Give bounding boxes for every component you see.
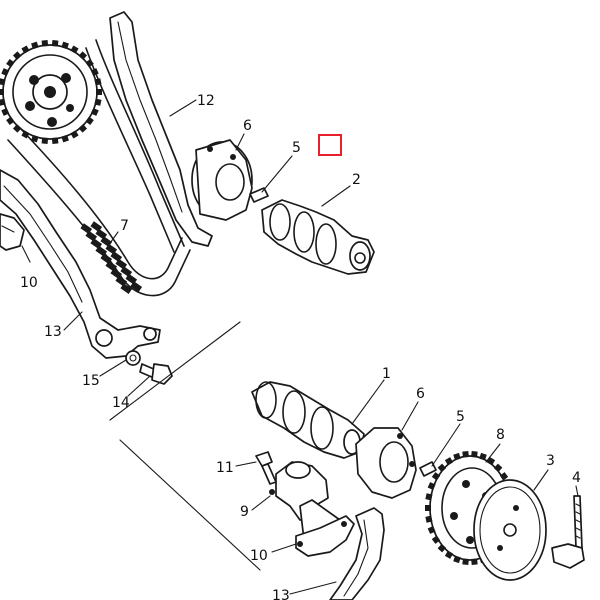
bolt-14 bbox=[139, 363, 173, 385]
sprocket-tooth bbox=[78, 124, 88, 133]
camshaft-2 bbox=[261, 199, 375, 275]
sprocket-tooth bbox=[85, 116, 94, 125]
sprocket-tooth bbox=[21, 45, 30, 54]
bolt-4 bbox=[551, 495, 585, 569]
camshaft-1 bbox=[251, 381, 365, 459]
sprocket-tooth bbox=[31, 41, 39, 50]
sprocket-tooth bbox=[94, 98, 102, 106]
sprocket-tooth bbox=[486, 457, 496, 466]
callout-7: 7 bbox=[120, 218, 129, 234]
callout-9: 9 bbox=[240, 504, 249, 520]
chain-link bbox=[130, 281, 143, 292]
sprocket-tooth bbox=[51, 137, 59, 145]
callout-14: 14 bbox=[112, 395, 130, 411]
sprocket-tooth bbox=[479, 452, 487, 461]
timing-chain bbox=[7, 39, 191, 297]
sprocket-tooth bbox=[437, 543, 447, 553]
sprocket-tooth bbox=[1, 68, 10, 77]
chain-guide-12 bbox=[109, 11, 213, 247]
sprocket-tooth bbox=[493, 463, 503, 473]
sprocket-tooth bbox=[70, 130, 79, 139]
sprocket-tooth bbox=[499, 472, 509, 481]
sprocket-tooth bbox=[431, 535, 441, 544]
sprocket-tooth bbox=[6, 116, 15, 125]
callout-2: 2 bbox=[352, 172, 361, 188]
sprocket-tooth bbox=[12, 51, 22, 60]
sprocket-tooth bbox=[427, 526, 436, 534]
bolt-11 bbox=[255, 451, 277, 485]
sprocket-tooth bbox=[96, 89, 102, 95]
sprocket-tooth bbox=[61, 41, 69, 50]
sprocket-tooth bbox=[6, 59, 15, 68]
leader-lines bbox=[21, 99, 579, 595]
cam-sprocket-6-lower bbox=[355, 427, 417, 499]
sprocket-tooth bbox=[70, 45, 79, 54]
sprocket-tooth bbox=[0, 98, 6, 106]
upper-sprocket bbox=[0, 39, 102, 145]
callout-5-lower: 5 bbox=[456, 409, 465, 425]
callout-6-upper: 6 bbox=[243, 118, 252, 134]
sprocket-tooth bbox=[444, 550, 454, 559]
callout-10-lower: 10 bbox=[250, 548, 268, 564]
section-divider bbox=[109, 321, 261, 571]
sprocket-tooth bbox=[431, 472, 441, 481]
washer-15 bbox=[125, 350, 141, 366]
sprocket-tooth bbox=[0, 78, 6, 86]
sprocket-tooth bbox=[425, 515, 433, 523]
sprocket-tooth bbox=[61, 134, 69, 143]
sprocket-tooth bbox=[0, 89, 4, 95]
selection-marker[interactable] bbox=[318, 134, 342, 156]
sprocket-tooth bbox=[444, 457, 454, 466]
callout-3: 3 bbox=[546, 453, 555, 469]
sprocket-tooth bbox=[31, 134, 39, 143]
callout-11: 11 bbox=[216, 460, 234, 476]
callout-4: 4 bbox=[572, 470, 581, 486]
sprocket-tooth bbox=[453, 452, 461, 461]
dowel-pin-5-upper bbox=[249, 187, 269, 203]
sprocket-tooth bbox=[425, 505, 431, 511]
callout-labels: 12 6 5 2 7 10 13 15 14 1 6 5 8 3 11 4 9 … bbox=[20, 93, 581, 600]
sprocket-tooth bbox=[51, 39, 59, 47]
sprocket-tooth bbox=[90, 107, 99, 116]
callout-5-upper: 5 bbox=[292, 140, 301, 156]
sprocket-tooth bbox=[462, 450, 469, 458]
plate-3 bbox=[473, 479, 547, 581]
sprocket-tooth bbox=[471, 450, 478, 458]
sprocket-tooth bbox=[471, 558, 478, 566]
callout-13-upper: 13 bbox=[44, 324, 62, 340]
sprocket-tooth bbox=[427, 482, 436, 490]
sprocket-tooth bbox=[1, 107, 10, 116]
sprocket-tooth bbox=[453, 555, 461, 564]
sprocket-tooth bbox=[462, 558, 469, 566]
callout-15: 15 bbox=[82, 373, 100, 389]
sprocket-tooth bbox=[41, 39, 49, 47]
sprocket-tooth bbox=[12, 124, 22, 133]
callout-13-lower: 13 bbox=[272, 588, 290, 600]
callout-8: 8 bbox=[496, 427, 505, 443]
callout-6-lower: 6 bbox=[416, 386, 425, 402]
callout-12-upper: 12 bbox=[197, 93, 215, 109]
guide-part-10-upper bbox=[0, 213, 25, 251]
callout-1: 1 bbox=[382, 366, 391, 382]
sprocket-tooth bbox=[425, 493, 433, 501]
chain-link bbox=[120, 283, 133, 294]
chain-guide-13-lower bbox=[329, 507, 385, 600]
sprocket-tooth bbox=[437, 463, 447, 473]
cam-sprocket-6-upper bbox=[191, 139, 253, 221]
sprocket-tooth bbox=[78, 51, 88, 60]
gasket-10-lower bbox=[295, 515, 355, 557]
sprocket-tooth bbox=[41, 137, 49, 145]
callout-10-upper: 10 bbox=[20, 275, 38, 291]
chain-tensioner-guide-13 bbox=[0, 169, 161, 359]
